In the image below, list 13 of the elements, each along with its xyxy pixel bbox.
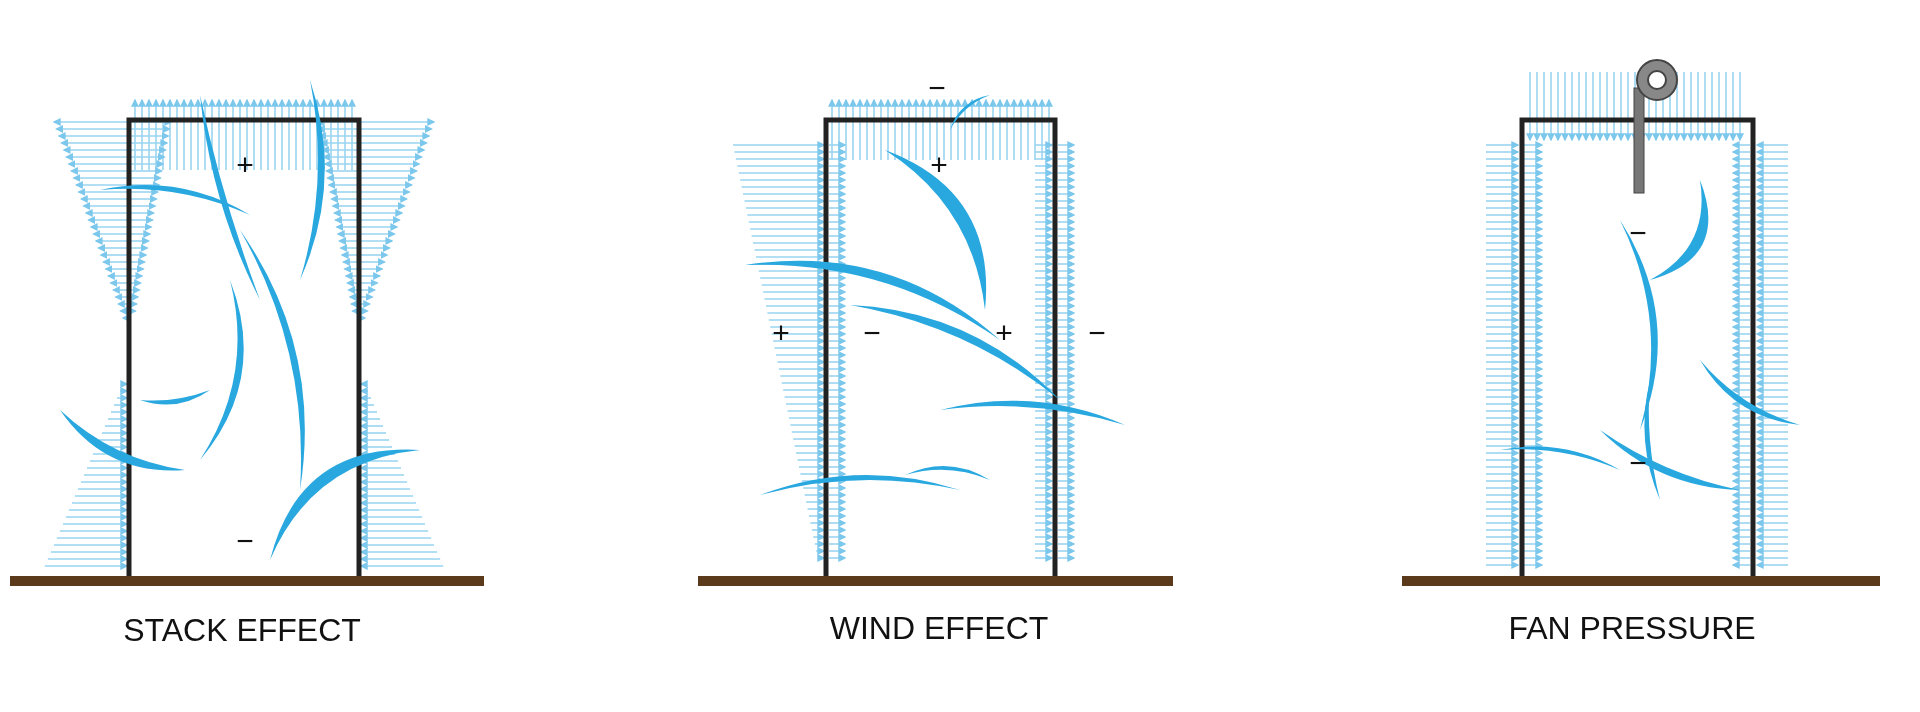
pressure-sign: − — [1629, 218, 1647, 248]
pressure-sign: + — [236, 150, 254, 180]
pressure-sign: − — [1088, 318, 1106, 348]
panel-caption: WIND EFFECT — [829, 610, 1049, 646]
pressure-sign: − — [863, 318, 881, 348]
pressure-sign: + — [930, 150, 948, 180]
pressure-sign: − — [928, 73, 946, 103]
pressure-sign: + — [772, 318, 790, 348]
pressure-sign: − — [236, 526, 254, 556]
pressure-sign: − — [1629, 448, 1647, 478]
pressure-sign: + — [995, 318, 1013, 348]
panel-caption: STACK EFFECT — [123, 612, 361, 648]
panel-caption: FAN PRESSURE — [1508, 610, 1756, 646]
